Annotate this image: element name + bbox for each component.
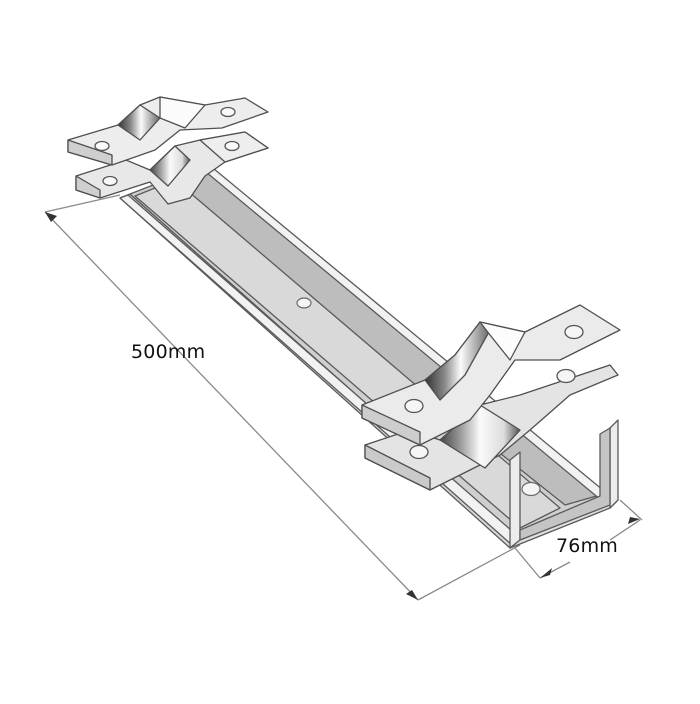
dimension-500mm: [44, 194, 521, 601]
arrow-head-icon: [628, 517, 640, 524]
clamp-pair-right: [361, 304, 621, 491]
arrow-head-icon: [540, 568, 552, 578]
width-dimension-label: 76mm: [556, 535, 618, 557]
clamp-pair-left: [67, 96, 269, 205]
mounting-hole-icon: [521, 481, 541, 497]
length-dimension-label: 500mm: [131, 341, 206, 363]
mounting-hole-icon: [296, 297, 312, 309]
arrow-head-icon: [406, 590, 418, 600]
arrow-head-icon: [45, 212, 57, 222]
